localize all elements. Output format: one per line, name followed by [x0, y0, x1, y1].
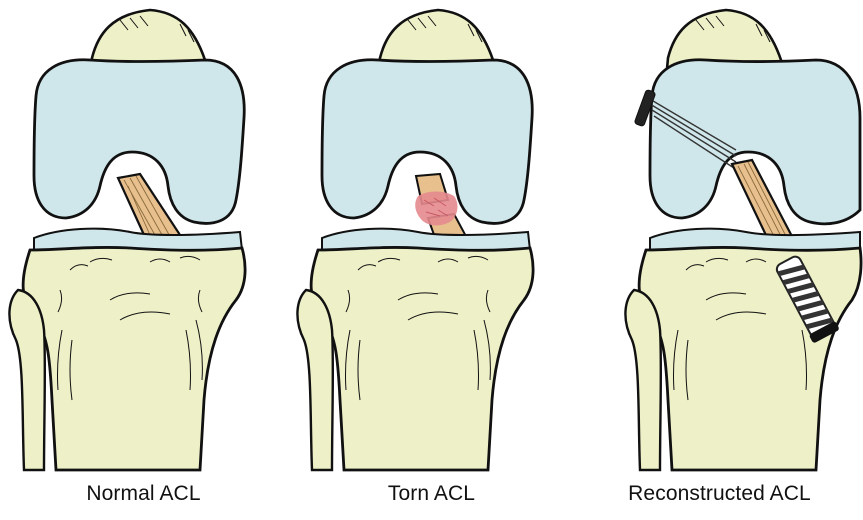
panel-normal-acl: Normal ACL [0, 0, 287, 520]
caption-reconstructed-acl: Reconstructed ACL [576, 482, 863, 506]
knee-illustration-reconstructed [576, 0, 863, 480]
panel-torn-acl: Torn ACL [288, 0, 575, 520]
fibula [9, 290, 44, 470]
caption-normal-acl: Normal ACL [0, 482, 287, 506]
tibia [23, 247, 245, 470]
fibula [625, 290, 660, 470]
tibia [311, 247, 533, 470]
fibula [297, 290, 332, 470]
knee-illustration-normal [0, 0, 287, 480]
knee-illustration-torn [288, 0, 575, 480]
caption-torn-acl: Torn ACL [288, 482, 575, 506]
panel-reconstructed-acl: Reconstructed ACL [576, 0, 863, 520]
tibia [639, 247, 861, 470]
